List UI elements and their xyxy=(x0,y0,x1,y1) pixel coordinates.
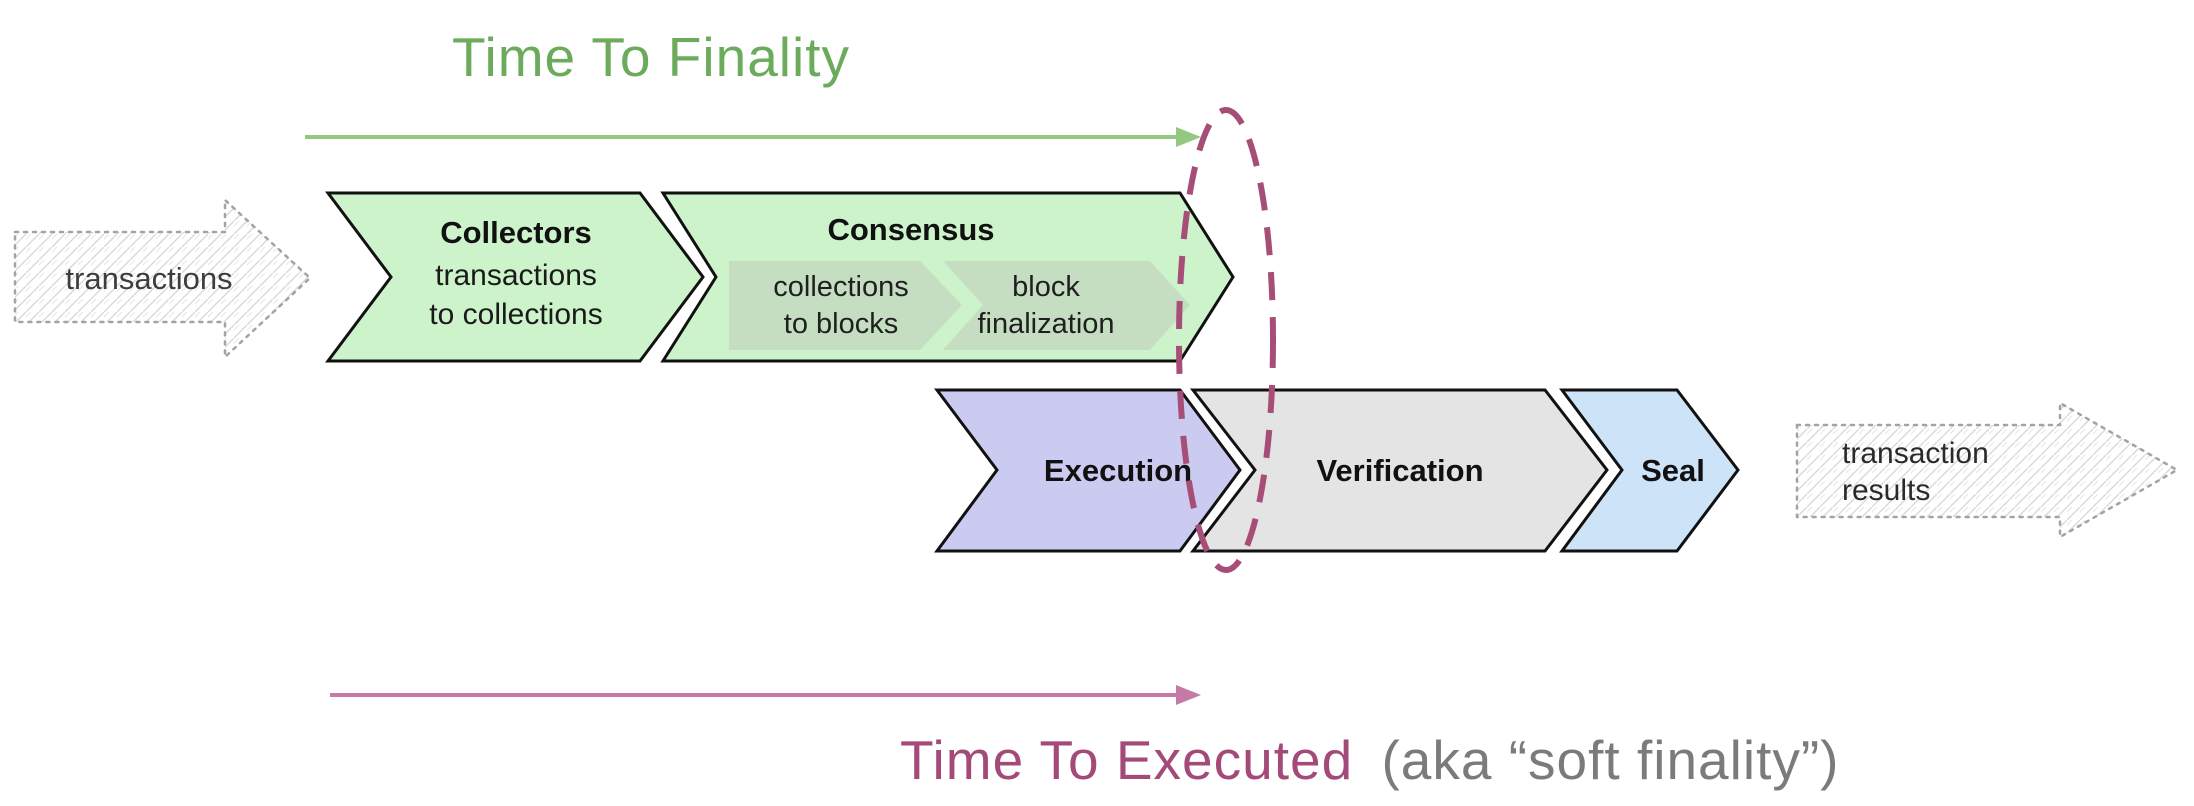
execution-stage-title: Execution xyxy=(1044,453,1192,488)
transactions-input-label: transactions xyxy=(65,261,232,296)
collectors-stage-line1: transactions xyxy=(435,259,597,292)
seal-stage-shape xyxy=(1559,388,1740,553)
time-to-executed-title-main: Time To Executed xyxy=(900,729,1353,791)
collectors-stage-shape xyxy=(325,191,705,363)
time-to-finality-title: Time To Finality xyxy=(452,26,850,88)
consensus-substage1-line2: to blocks xyxy=(784,308,898,340)
time-to-finality-arrowhead-icon xyxy=(1176,127,1201,147)
transactions-input-arrow-icon xyxy=(13,197,312,360)
consensus-substage1-shape xyxy=(729,261,962,350)
seal-stage-title: Seal xyxy=(1641,453,1705,488)
execution-stage-shape xyxy=(934,388,1242,553)
consensus-substage2-shape xyxy=(943,261,1190,350)
collectors-stage-line2: to collections xyxy=(429,298,602,331)
verification-stage-title: Verification xyxy=(1316,453,1483,488)
transaction-results-label-line2: results xyxy=(1842,474,1930,507)
consensus-stage-title: Consensus xyxy=(827,212,994,247)
time-to-executed-arrowhead-icon xyxy=(1176,685,1201,705)
verification-stage-shape xyxy=(1189,388,1609,553)
consensus-substage1-line1: collections xyxy=(773,271,908,303)
transaction-results-output-arrow-icon xyxy=(1795,400,2180,540)
executed-boundary-ellipse xyxy=(1176,107,1276,573)
consensus-substage2-line1: block xyxy=(1012,271,1080,303)
time-to-executed-title-suffix: (aka “soft finality”) xyxy=(1381,729,1839,791)
time-to-executed-title: Time To Executed (aka “soft finality”) xyxy=(900,729,1839,791)
collectors-stage-title: Collectors xyxy=(440,215,592,250)
consensus-substage2-line2: finalization xyxy=(977,308,1114,340)
transaction-results-label-line1: transaction xyxy=(1842,437,1989,470)
